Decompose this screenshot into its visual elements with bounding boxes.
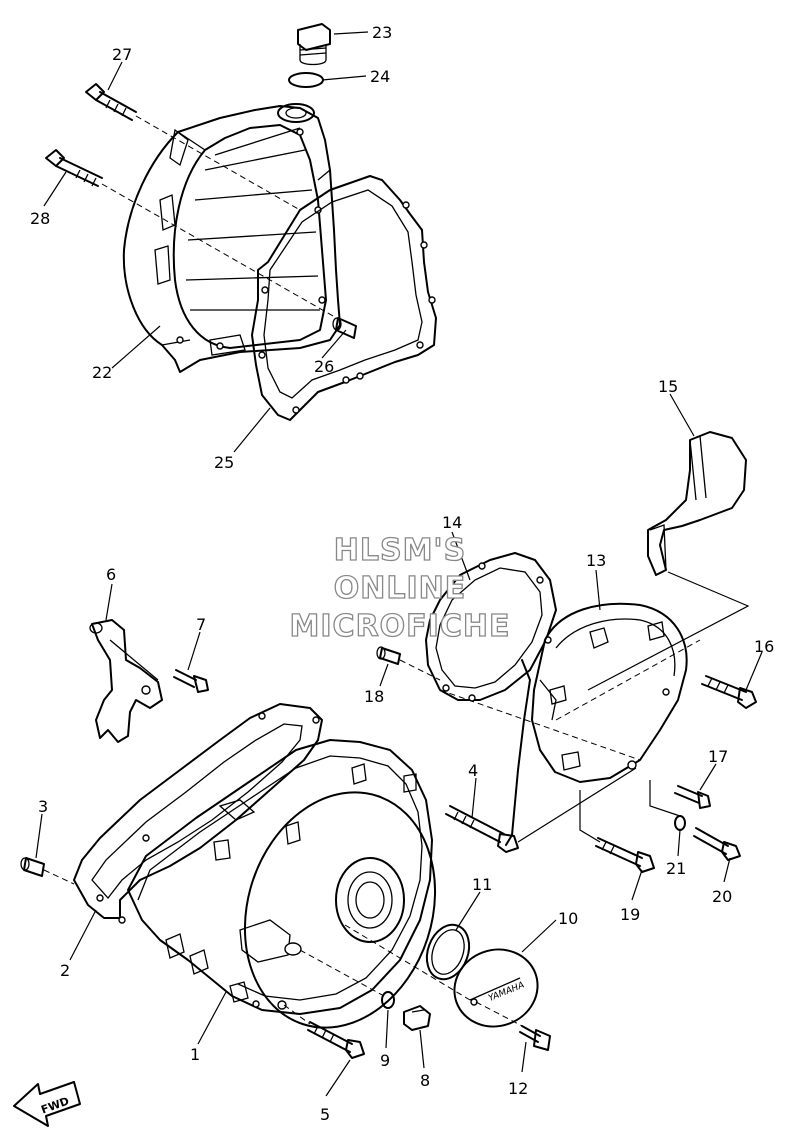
callout-4: 4 (468, 761, 478, 780)
callout-5: 5 (320, 1105, 330, 1124)
callout-13: 13 (586, 551, 606, 570)
watermark: HLSM'S ONLINE MICROFICHE (289, 532, 511, 644)
part-2-gasket (73, 703, 323, 924)
part-19-bolt (579, 790, 655, 873)
part-12-screw (519, 1025, 551, 1051)
callout-7: 7 (196, 615, 206, 634)
part-21-washer (674, 815, 686, 831)
part-1-crankcase-cover (127, 739, 437, 1029)
callout-9: 9 (380, 1051, 390, 1070)
fwd-arrow-icon: FWD (13, 1081, 81, 1127)
callout-24: 24 (370, 67, 390, 86)
callout-numbers: 23 24 27 28 22 26 25 15 14 13 6 7 16 18 … (30, 23, 774, 1124)
watermark-line-1: HLSM'S (334, 533, 466, 568)
callout-2: 2 (60, 961, 70, 980)
callout-26: 26 (314, 357, 334, 376)
part-25-gasket (251, 175, 437, 421)
part-17-bolt (674, 785, 711, 809)
callout-8: 8 (420, 1071, 430, 1090)
part-24-o-ring (288, 72, 324, 88)
part-10-cap: YAMAHA (453, 948, 539, 1028)
part-11-o-ring (425, 923, 471, 981)
callout-14: 14 (442, 513, 462, 532)
watermark-line-3: MICROFICHE (290, 609, 511, 644)
part-26-dowel-pin (332, 317, 357, 339)
callout-23: 23 (372, 23, 392, 42)
part-4-bolt (445, 767, 637, 853)
callout-22: 22 (92, 363, 112, 382)
callout-17: 17 (708, 747, 728, 766)
part-9-washer (381, 991, 395, 1009)
callout-19: 19 (620, 905, 640, 924)
part-6-bracket (89, 619, 163, 743)
callout-11: 11 (472, 875, 492, 894)
watermark-line-2: ONLINE (334, 571, 467, 606)
part-3-dowel-pin (20, 857, 75, 885)
callout-6: 6 (106, 565, 116, 584)
callout-15: 15 (658, 377, 678, 396)
leader-lines (35, 31, 763, 1097)
callout-12: 12 (508, 1079, 528, 1098)
part-8-plug (403, 1005, 431, 1031)
part-22-housing (122, 103, 341, 373)
part-18-dowel-pin (376, 646, 441, 681)
part-20-bolt (693, 827, 741, 861)
callout-28: 28 (30, 209, 50, 228)
callout-20: 20 (712, 887, 732, 906)
part-7-bolt (173, 669, 209, 693)
callout-1: 1 (190, 1045, 200, 1064)
callout-25: 25 (214, 453, 234, 472)
callout-18: 18 (364, 687, 384, 706)
part-15-guard (647, 431, 747, 576)
callout-16: 16 (754, 637, 774, 656)
part-23-filler-cap (297, 23, 331, 66)
part-16-bolt (701, 675, 757, 709)
part-27-bolt (85, 83, 301, 211)
part-5-bolt (283, 1004, 365, 1059)
callout-27: 27 (112, 45, 132, 64)
callout-3: 3 (38, 797, 48, 816)
callout-21: 21 (666, 859, 686, 878)
part-13-cover (439, 602, 701, 846)
part-28-bolt (45, 149, 341, 321)
callout-10: 10 (558, 909, 578, 928)
